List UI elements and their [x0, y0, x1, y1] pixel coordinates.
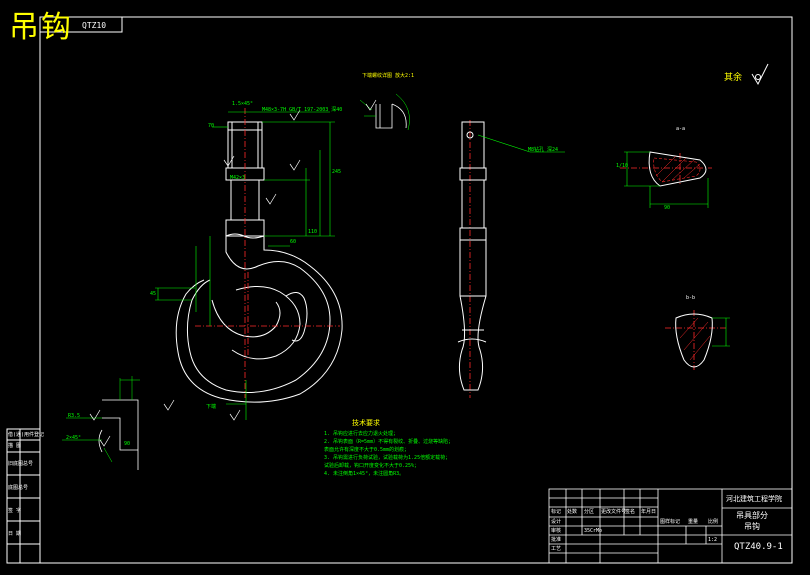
dim-90-detail: 90 [124, 441, 131, 447]
title-block-scale: 1:2 [708, 537, 718, 543]
title-block-group: 吊具部分 [736, 511, 768, 520]
section-b-b [675, 313, 730, 368]
title-block-change: 更改文件号 [601, 509, 627, 515]
side-table-row-6: 日 期 [8, 531, 22, 537]
title-block-school: 河北建筑工程学院 [726, 495, 782, 503]
hole-note: M8钻孔 深24 [528, 147, 559, 153]
title-block [548, 488, 793, 564]
title-block-scale-label: 比例 [708, 519, 719, 525]
dim-top-label: 1.5×45° [232, 101, 254, 107]
title-block-material: 35CrMo [584, 528, 603, 534]
side-table-row-5: 签 字 [8, 508, 22, 514]
section-a-a [624, 151, 709, 208]
title-block-weight: 重量 [688, 519, 699, 525]
side-table-row-3: 旧底图总号 [8, 461, 34, 467]
thread-detail-dims [359, 93, 410, 131]
dim-d90: 90 [664, 205, 671, 211]
side-table-row-4: 底图总号 [8, 485, 29, 491]
surface-marks [89, 99, 377, 447]
chamfer-label: 2×45° [66, 435, 82, 441]
drawing-frame [6, 16, 793, 564]
title-block-count: 处数 [567, 509, 578, 515]
title-block-sign: 签名 [625, 509, 636, 515]
side-table-row-1: 借(通)用件登记 [8, 432, 45, 438]
section-b-label: b-b [686, 295, 696, 301]
tech-item-3: 表面允许有深度不大于0.5mm的划痕； [324, 447, 410, 453]
drawing-title: 吊钩 [9, 10, 73, 45]
roughness-symbol [751, 63, 769, 86]
title-block-stage: 图样标记 [660, 519, 681, 525]
hook-side-view [457, 121, 487, 391]
chamfer-detail [98, 399, 139, 470]
radius-label: R3.5 [68, 413, 81, 419]
title-block-drawing-no: QTZ40.9-1 [734, 542, 783, 552]
dim-d45: 45 [150, 291, 157, 297]
title-block-mark: 标记 [551, 509, 562, 515]
hook-dimensions [155, 111, 335, 420]
title-block-check: 审核 [551, 528, 562, 534]
dim-side-a: 1/10 [616, 163, 629, 169]
thread-spec-label: M48×3-7H GB/T 197-2003 深40 [262, 107, 343, 113]
side-view-leader [477, 134, 565, 153]
drawing-code: QTZ10 [82, 21, 107, 30]
chamfer-detail-dims [62, 376, 140, 463]
side-table-row-2: 描 图 [8, 443, 22, 449]
title-block-process: 工艺 [551, 546, 562, 552]
title-block-zone: 分区 [584, 509, 595, 515]
tech-heading: 技术要求 [352, 419, 380, 427]
dim-d245: 245 [332, 169, 342, 175]
detail-note: 下端螺纹详图 放大2:1 [362, 73, 415, 79]
tech-item-4: 3. 吊钩需进行负荷试验，试验载荷为1.25倍额定载荷； [324, 455, 451, 461]
title-block-date: 年月日 [641, 509, 657, 515]
hook-bottom-label: 下端 [206, 404, 217, 410]
thread-detail [375, 103, 407, 129]
section-a-label: a-a [676, 126, 686, 132]
tech-item-5: 试验后卸载，钩口开度变化不大于0.25%； [324, 463, 420, 469]
dim-d60: 60 [290, 239, 297, 245]
roughness-note: 其余 [724, 73, 743, 83]
tech-item-6: 4. 未注倒角1×45°，未注圆角R3。 [324, 471, 405, 477]
dim-d110: 110 [308, 229, 318, 235]
shaft-note: M42×3 [230, 175, 246, 181]
title-block-design: 设计 [551, 519, 562, 525]
title-block-approve: 批准 [551, 537, 562, 543]
title-block-part: 吊钩 [744, 522, 760, 531]
tech-item-2: 2. 吊钩表面（R=5mm）不得有裂纹、折叠、过烧等缺陷； [324, 439, 454, 445]
tech-item-1: 1. 吊钩应进行去应力退火处理； [324, 431, 399, 437]
dim-d70: 70 [208, 123, 215, 129]
hook-centerlines [195, 108, 728, 398]
hook-front-view [175, 121, 343, 403]
